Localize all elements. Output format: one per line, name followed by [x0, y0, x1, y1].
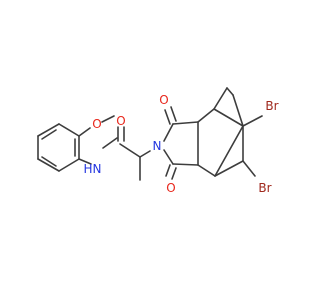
- amide-group: [102, 126, 141, 158]
- atom-n-amide: N: [93, 162, 102, 176]
- atom-o-imide-bottom: O: [166, 181, 175, 195]
- atom-o-imide-top: O: [159, 93, 168, 107]
- atom-o-amide: O: [116, 114, 125, 128]
- structure-drawing: O O N H N O O Br Br: [37, 87, 279, 195]
- molecule-diagram: O O N H N O O Br Br: [37, 87, 279, 195]
- alpha-carbon: [139, 150, 151, 181]
- methoxyphenyl-ring: [37, 123, 80, 172]
- atom-br-top: Br: [265, 99, 278, 113]
- aryl-nh-bond: [78, 158, 92, 165]
- imide-ring: [163, 106, 199, 180]
- atom-br-bottom: Br: [258, 181, 271, 195]
- methoxy-group: [78, 115, 115, 137]
- atom-h-amide: H: [83, 162, 92, 176]
- atom-o-methoxy: O: [92, 117, 101, 131]
- atom-n-imide: N: [153, 139, 162, 153]
- norbornane-cage: [197, 87, 263, 177]
